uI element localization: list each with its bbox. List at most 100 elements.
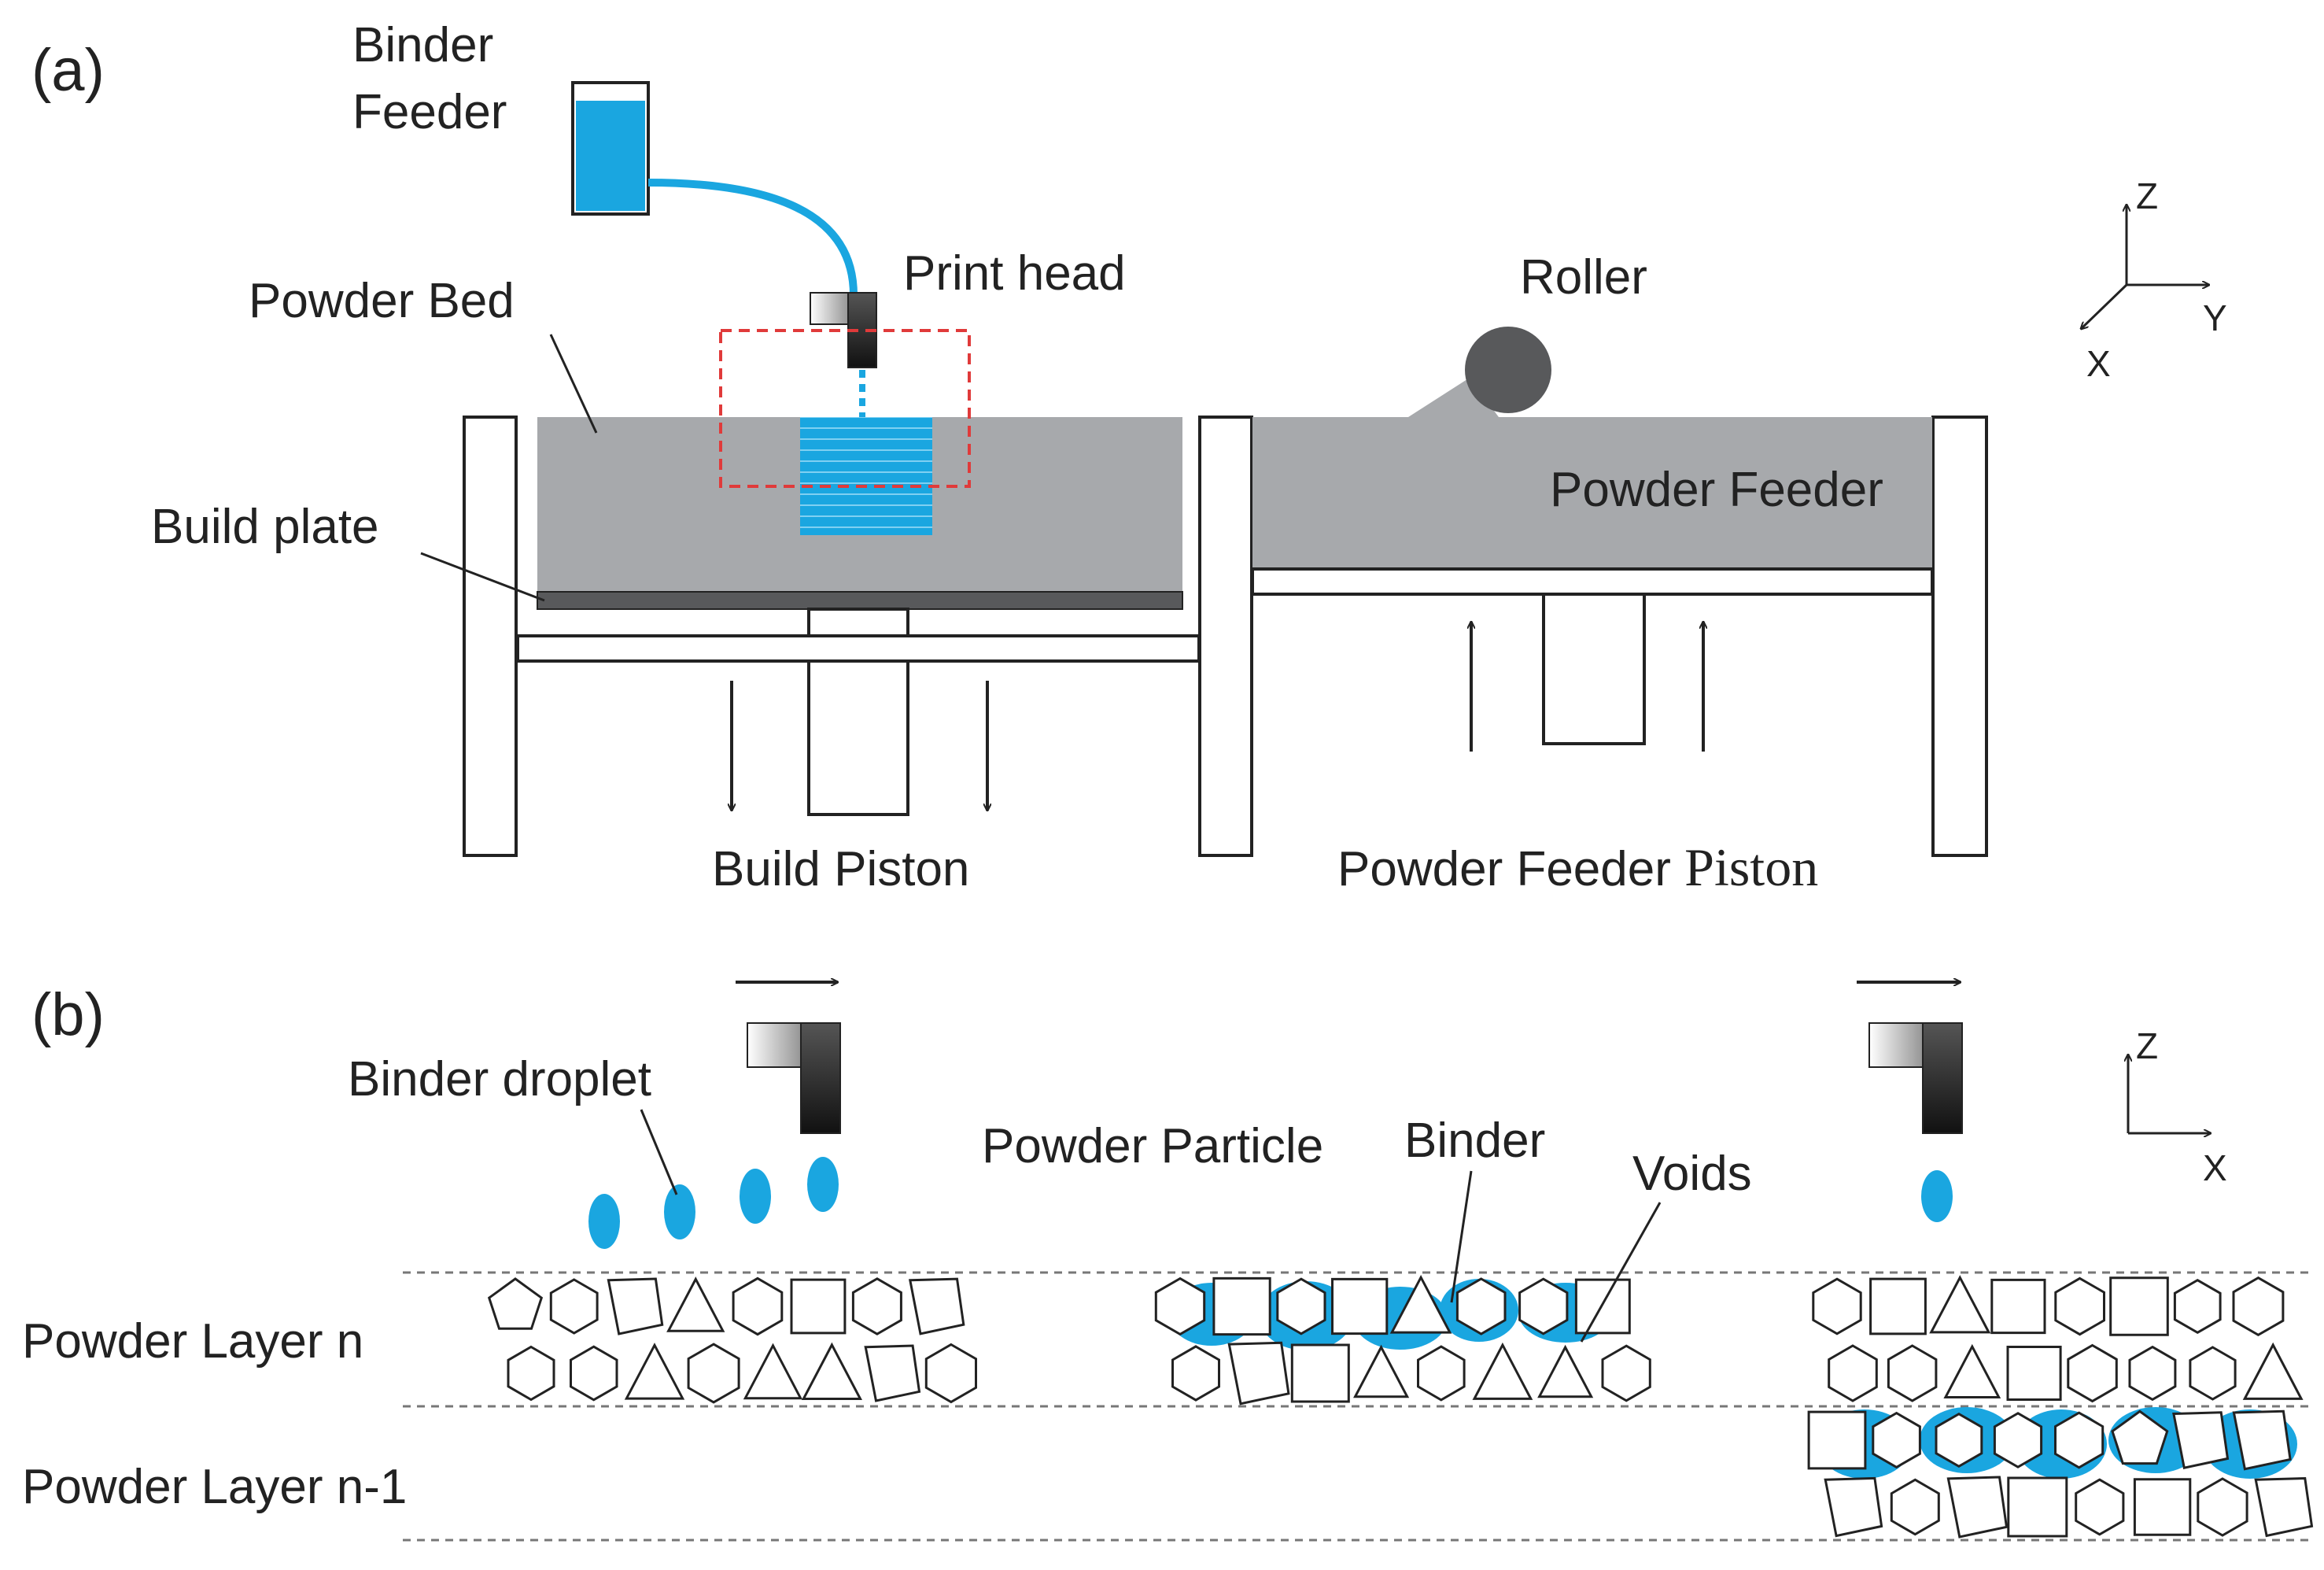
powder-particle bbox=[1872, 1411, 1921, 1469]
build-piston-label: Build Piston bbox=[712, 842, 969, 896]
axes-b: Z X bbox=[2128, 1025, 2227, 1188]
powder-particles bbox=[487, 1274, 2314, 1539]
left-wall bbox=[463, 416, 518, 857]
powder-particle bbox=[864, 1344, 921, 1402]
powder-particle bbox=[1290, 1343, 1350, 1403]
powder-particle bbox=[570, 1345, 618, 1402]
powder-particle bbox=[1869, 1277, 1927, 1335]
powder-particle bbox=[1574, 1278, 1631, 1335]
powder-particle bbox=[2128, 1345, 2177, 1402]
panel-a: (a) Binder Feeder Print head bbox=[31, 18, 2227, 897]
middle-wall bbox=[1198, 416, 1253, 857]
binder-feeder bbox=[571, 81, 858, 296]
build-piston bbox=[516, 608, 1201, 816]
powder-feeder-bin bbox=[1252, 417, 1932, 569]
print-head-label: Print head bbox=[903, 246, 1126, 301]
powder-particle bbox=[624, 1343, 685, 1400]
powder-particle bbox=[666, 1276, 725, 1332]
powder-particle bbox=[1353, 1344, 1410, 1398]
powder-particle bbox=[2172, 1411, 2230, 1469]
powder-particle bbox=[687, 1343, 740, 1404]
powder-particle bbox=[1331, 1277, 1389, 1335]
panel-a-label: (a) bbox=[31, 37, 105, 104]
axis-a-y: Y bbox=[2203, 297, 2227, 338]
powder-particle bbox=[1887, 1344, 1938, 1402]
powder-particle bbox=[1227, 1341, 1290, 1406]
roller-label: Roller bbox=[1520, 250, 1647, 305]
powder-particle bbox=[1828, 1344, 1878, 1402]
binder-droplet bbox=[740, 1169, 771, 1224]
powder-particle bbox=[1929, 1275, 1991, 1334]
powder-particle bbox=[1990, 1278, 2046, 1335]
panel-b: (b) Powder Layer n Powder Layer n-1 bbox=[22, 981, 2314, 1542]
powder-particle bbox=[2006, 1346, 2062, 1401]
powder-particle bbox=[1154, 1276, 1206, 1336]
powder-particle bbox=[2111, 1409, 2169, 1465]
axis-a-x: X bbox=[2086, 343, 2111, 384]
powder-particle bbox=[1417, 1345, 1466, 1402]
binder-feeder-label-2: Feeder bbox=[352, 85, 507, 139]
powder-particle bbox=[2197, 1477, 2248, 1537]
binder-label: Binder bbox=[1404, 1114, 1545, 1168]
binder-droplet-label: Binder droplet bbox=[348, 1052, 651, 1106]
axis-a-z: Z bbox=[2136, 175, 2158, 216]
powder-layer-n1-label: Powder Layer n-1 bbox=[22, 1460, 407, 1514]
powder-particle bbox=[2075, 1478, 2125, 1536]
powder-particle bbox=[487, 1277, 544, 1330]
powder-particle bbox=[1537, 1344, 1594, 1398]
roller bbox=[1465, 327, 1551, 413]
powder-particle bbox=[2054, 1276, 2105, 1336]
binder-reservoir bbox=[576, 101, 645, 211]
powder-particle bbox=[1276, 1277, 1326, 1335]
binder-tube bbox=[647, 179, 858, 296]
powder-particle bbox=[2067, 1343, 2118, 1403]
powder-particle bbox=[1171, 1345, 1220, 1402]
binder-feeder-label-1: Binder bbox=[352, 18, 493, 72]
axis-b-z: Z bbox=[2136, 1025, 2158, 1066]
powder-particle bbox=[924, 1343, 977, 1404]
powder-particle bbox=[1807, 1410, 1867, 1470]
print-head-b2 bbox=[1857, 982, 1963, 1134]
binder-droplet bbox=[588, 1194, 620, 1249]
powder-particle bbox=[2232, 1276, 2285, 1337]
powder-particle bbox=[1455, 1277, 1507, 1335]
print-head bbox=[810, 292, 877, 417]
powder-particle bbox=[2189, 1346, 2237, 1401]
build-plate bbox=[537, 591, 1183, 610]
powder-particle bbox=[1943, 1343, 2001, 1398]
binder-droplet bbox=[1921, 1170, 1953, 1222]
powder-particle bbox=[908, 1277, 965, 1335]
powder-particle bbox=[549, 1278, 599, 1335]
print-zone-box bbox=[719, 329, 971, 488]
powder-particle bbox=[507, 1345, 555, 1402]
build-plate-label: Build plate bbox=[151, 500, 379, 554]
powder-particle bbox=[2173, 1278, 2222, 1335]
binder-droplet bbox=[807, 1157, 839, 1212]
axes-a: Z Y X bbox=[2081, 175, 2227, 384]
powder-particle bbox=[2242, 1342, 2304, 1400]
panel-b-label: (b) bbox=[31, 981, 105, 1048]
voids-leader bbox=[1580, 1202, 1662, 1343]
powder-particle bbox=[743, 1343, 803, 1400]
powder-bed-label: Powder Bed bbox=[249, 274, 515, 328]
powder-particle bbox=[2133, 1478, 2192, 1536]
powder-feeder-label: Powder Feeder bbox=[1550, 463, 1883, 517]
powder-particle bbox=[1601, 1344, 1651, 1402]
powder-particle bbox=[1824, 1476, 1883, 1538]
voids-label: Voids bbox=[1632, 1147, 1752, 1201]
powder-particle bbox=[1472, 1342, 1533, 1400]
print-head-b1 bbox=[736, 982, 841, 1134]
binder-leader bbox=[1450, 1170, 1473, 1303]
powder-bed-leader bbox=[549, 334, 598, 434]
build-plate-leader bbox=[420, 552, 545, 602]
powder-particle bbox=[1946, 1476, 2009, 1539]
feeder-platform bbox=[1251, 567, 1934, 596]
powder-particle bbox=[1812, 1277, 1862, 1335]
powder-particle bbox=[1518, 1277, 1569, 1335]
powder-particle bbox=[801, 1342, 862, 1400]
powder-particle bbox=[732, 1276, 784, 1336]
powder-particle bbox=[1212, 1276, 1271, 1336]
powder-particle bbox=[2109, 1276, 2169, 1336]
